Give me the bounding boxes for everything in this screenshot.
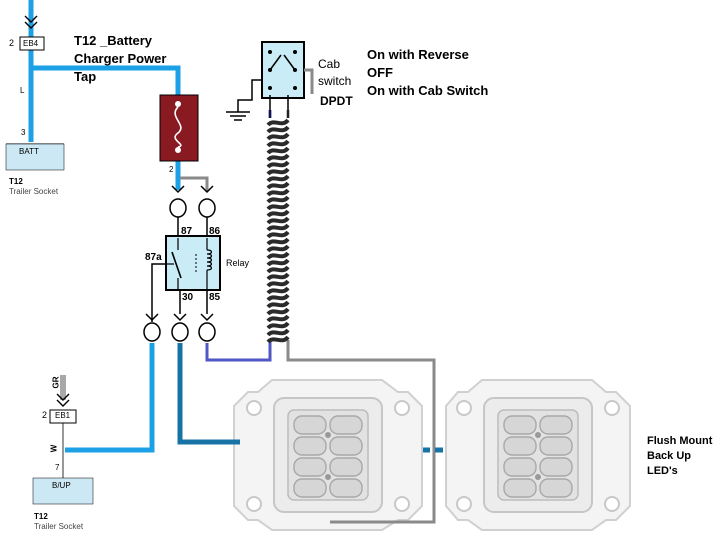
harness-twist: [266, 223, 290, 232]
terminal-ring-icon: [171, 290, 189, 342]
harness-twist: [266, 251, 290, 260]
bup-socket-subtitle: Trailer Socket: [34, 522, 84, 531]
harness-twist: [266, 286, 290, 295]
batt-socket-title: T12: [9, 177, 23, 186]
fuse-pin-number: 2: [169, 165, 174, 174]
harness-twist: [266, 195, 290, 204]
harness-twist: [266, 167, 290, 176]
twisted-harness: [264, 118, 292, 344]
switch-type-label: DPDT: [320, 94, 353, 108]
harness-twist: [266, 146, 290, 155]
harness-twist: [266, 209, 290, 218]
dpdt-switch-icon: [226, 41, 314, 121]
switch-mode-reverse: On with Reverse: [367, 47, 469, 62]
harness-twist: [266, 272, 290, 281]
lights-label: Flush Mount Back Up LED's: [647, 435, 713, 477]
harness-twist: [266, 181, 290, 190]
wire-tap-to-fuse: [31, 65, 181, 95]
led-light-left: [233, 379, 423, 531]
harness-twist: [266, 293, 290, 302]
batt-box: [5, 143, 65, 171]
harness-twist: [266, 314, 290, 323]
terminal-ring-icon: [143, 313, 161, 342]
eb1-pin-number: 2: [42, 410, 48, 420]
terminal-ring-icon: [198, 185, 216, 236]
harness-twist: [266, 202, 290, 211]
harness-twist: [266, 132, 290, 141]
battery-tap-title: T12 _Battery Charger Power Tap: [74, 33, 167, 84]
batt-pin-number: 3: [21, 128, 26, 137]
batt-label: BATT: [19, 147, 39, 156]
harness-twist: [266, 321, 290, 330]
relay-87a-lead: [151, 263, 166, 322]
harness-twist: [266, 139, 290, 148]
relay-pin-85: 85: [209, 292, 221, 303]
switch-modes: On with Reverse OFF On with Cab Switch: [367, 46, 488, 100]
wire-87a-to-bup: [65, 343, 155, 453]
eb1-arrow-icon: [56, 393, 70, 407]
harness-twist: [266, 307, 290, 316]
terminal-ring-icon: [198, 290, 216, 342]
bup-box: [32, 477, 94, 505]
harness-twist: [266, 125, 290, 134]
relay-pin-86: 86: [209, 226, 221, 237]
eb4-wire-code: L: [20, 86, 25, 95]
eb1-label: EB1: [55, 411, 71, 420]
cab-switch-label: Cab switch: [318, 57, 352, 88]
relay-pin-87: 87: [181, 226, 193, 237]
harness-twist: [266, 258, 290, 267]
eb4-connector: [19, 36, 45, 51]
harness-twist: [266, 230, 290, 239]
relay-pin-87a: 87a: [145, 252, 162, 263]
eb4-pin-number: 2: [9, 38, 15, 48]
switch-mode-off: OFF: [367, 65, 393, 80]
eb1-source-code: GR: [51, 376, 61, 389]
fuse-icon: [159, 94, 199, 162]
harness-twist: [266, 174, 290, 183]
bup-label: B/UP: [52, 481, 71, 490]
harness-twist: [266, 188, 290, 197]
switch-mode-cab: On with Cab Switch: [367, 83, 489, 98]
batt-socket-subtitle: Trailer Socket: [9, 187, 59, 196]
harness-twist: [266, 300, 290, 309]
bup-pin-number: 7: [55, 463, 60, 472]
terminal-ring-icon: [169, 185, 187, 236]
harness-twist: [266, 237, 290, 246]
harness-twist: [266, 118, 290, 127]
harness-twist: [266, 279, 290, 288]
harness-twist: [266, 160, 290, 169]
eb1-wire-code: W: [49, 444, 59, 453]
relay-icon: [165, 235, 221, 291]
relay-pin-30: 30: [182, 292, 194, 303]
harness-twist: [266, 216, 290, 225]
led-light-right: [445, 379, 631, 531]
eb4-arrow-icon: [24, 15, 38, 29]
relay-label: Relay: [226, 258, 250, 268]
harness-twist: [266, 328, 290, 337]
harness-twist: [266, 335, 290, 344]
harness-twist: [266, 153, 290, 162]
wire-fuse-to-86: [180, 176, 209, 192]
eb4-label: EB4: [23, 39, 39, 48]
harness-twist: [266, 265, 290, 274]
bup-socket-title: T12: [34, 512, 48, 521]
eb1-connector: [49, 409, 77, 424]
harness-twist: [266, 244, 290, 253]
